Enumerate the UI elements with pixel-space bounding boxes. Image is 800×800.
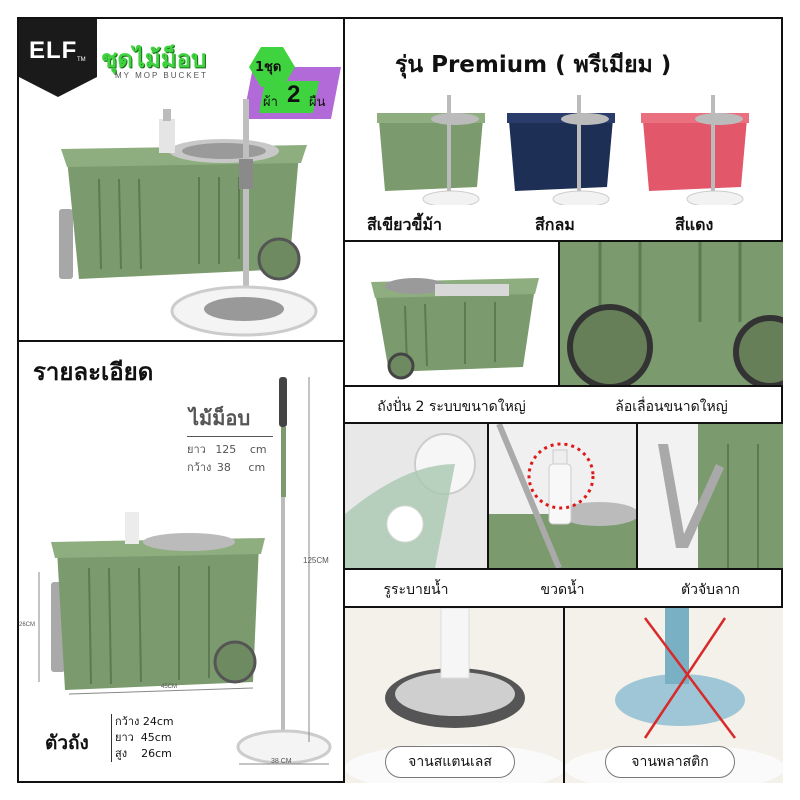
premium-heading: รุ่น Premium ( พรีเมียม ) xyxy=(395,52,672,78)
divider-v2 xyxy=(558,240,560,386)
bottle-feature-panel xyxy=(489,424,636,568)
bucket-feature-panel xyxy=(345,242,558,385)
dim-width-mark: 38 CM xyxy=(271,758,292,765)
wheel-closeup-image xyxy=(560,242,783,385)
divider-v3 xyxy=(487,422,489,569)
hero-subtitle: MY MOP BUCKET xyxy=(115,71,208,80)
variant-navy-image xyxy=(507,95,615,205)
handle-feature-panel xyxy=(638,424,783,568)
water-bottle-image xyxy=(489,424,636,568)
logo-text: ELF xyxy=(29,37,78,64)
drain-feature-panel xyxy=(345,424,487,568)
divider-v4 xyxy=(636,422,638,569)
plastic-caption: จานพลาสติก xyxy=(605,746,735,778)
dim-side-mark: 26CM xyxy=(19,622,36,628)
stainless-plate-panel: จานสแตนเลส xyxy=(345,608,563,783)
mop-width-row: กว้าง 38 cm xyxy=(187,458,265,476)
variant-red-image xyxy=(641,95,749,205)
bucket-height: สูง 26cm xyxy=(115,747,172,760)
mop-width-label: กว้าง xyxy=(187,461,212,474)
mop-length-unit: cm xyxy=(249,443,267,456)
details-heading: รายละเอียด xyxy=(33,358,154,386)
stainless-caption: จานสแตนเลส xyxy=(385,746,515,778)
dimension-drawing xyxy=(38,377,332,765)
details-panel: รายละเอียด ไม้ม็อบ ยาว 125 cm กว้าง 38 c… xyxy=(19,342,343,783)
premium-panel: รุ่น Premium ( พรีเมียม ) สีเขียวขี้ม้า … xyxy=(345,19,783,240)
variant-label-navy: สีกลม xyxy=(535,215,575,234)
mop-length-value: 125 xyxy=(215,443,237,456)
mop-length-label: ยาว xyxy=(187,443,206,456)
mop-underline xyxy=(187,436,273,437)
wheel-caption: ล้อเลื่อนขนาดใหญ่ xyxy=(615,399,728,415)
bucket-spec-bar xyxy=(111,714,112,762)
divider-vertical xyxy=(343,17,345,783)
divider-right-3 xyxy=(343,422,783,424)
bucket-width: กว้าง 24cm xyxy=(115,715,174,728)
divider-v5 xyxy=(563,606,565,783)
divider-right-2 xyxy=(343,385,783,387)
badge-suffix: ผืน xyxy=(309,95,326,110)
drain-caption: รูระบายน้ำ xyxy=(383,582,449,598)
plastic-plate-panel: จานพลาสติก xyxy=(565,608,783,783)
bucket-top-image xyxy=(371,278,539,380)
bucket-caption: ถังปั่น 2 ระบบขนาดใหญ่ xyxy=(377,399,526,415)
mop-width-value: 38 xyxy=(216,461,231,474)
wheel-feature-panel xyxy=(560,242,783,385)
logo-tm: TM xyxy=(77,57,86,63)
mop-length-row: ยาว 125 cm xyxy=(187,440,267,458)
drain-hole-image xyxy=(345,424,487,568)
mop-title: ไม้ม็อบ xyxy=(189,406,251,430)
badge-prefix: ผ้า xyxy=(263,95,278,110)
variant-label-red: สีแดง xyxy=(675,215,714,234)
bucket-length: ยาว 45cm xyxy=(115,731,172,744)
variant-green-image xyxy=(377,95,485,205)
dim-bottom-mark: 45CM xyxy=(161,684,178,690)
variant-label-green: สีเขียวขี้ม้า xyxy=(367,215,442,234)
promo-badge xyxy=(243,47,341,119)
hero-panel: ELF TM ชุดไม้ม็อบ MY MOP BUCKET 1ชุด ผ้า… xyxy=(19,19,343,340)
badge-number: 2 xyxy=(287,81,301,108)
divider-left xyxy=(17,340,344,342)
bucket-title: ตัวถัง xyxy=(45,732,89,754)
hero-bucket-image xyxy=(59,99,318,337)
dim-height-mark: 125CM xyxy=(303,556,329,565)
hero-title: ชุดไม้ม็อบ xyxy=(101,45,207,73)
handle-caption: ตัวจับลาก xyxy=(681,582,740,598)
divider-right-1 xyxy=(343,240,783,242)
bottle-caption: ขวดน้ำ xyxy=(540,582,585,598)
divider-right-4 xyxy=(343,568,783,570)
badge-line1: 1ชุด xyxy=(255,60,282,75)
drag-handle-image xyxy=(638,424,783,568)
elf-logo xyxy=(19,19,97,97)
mop-width-unit: cm xyxy=(248,461,266,474)
